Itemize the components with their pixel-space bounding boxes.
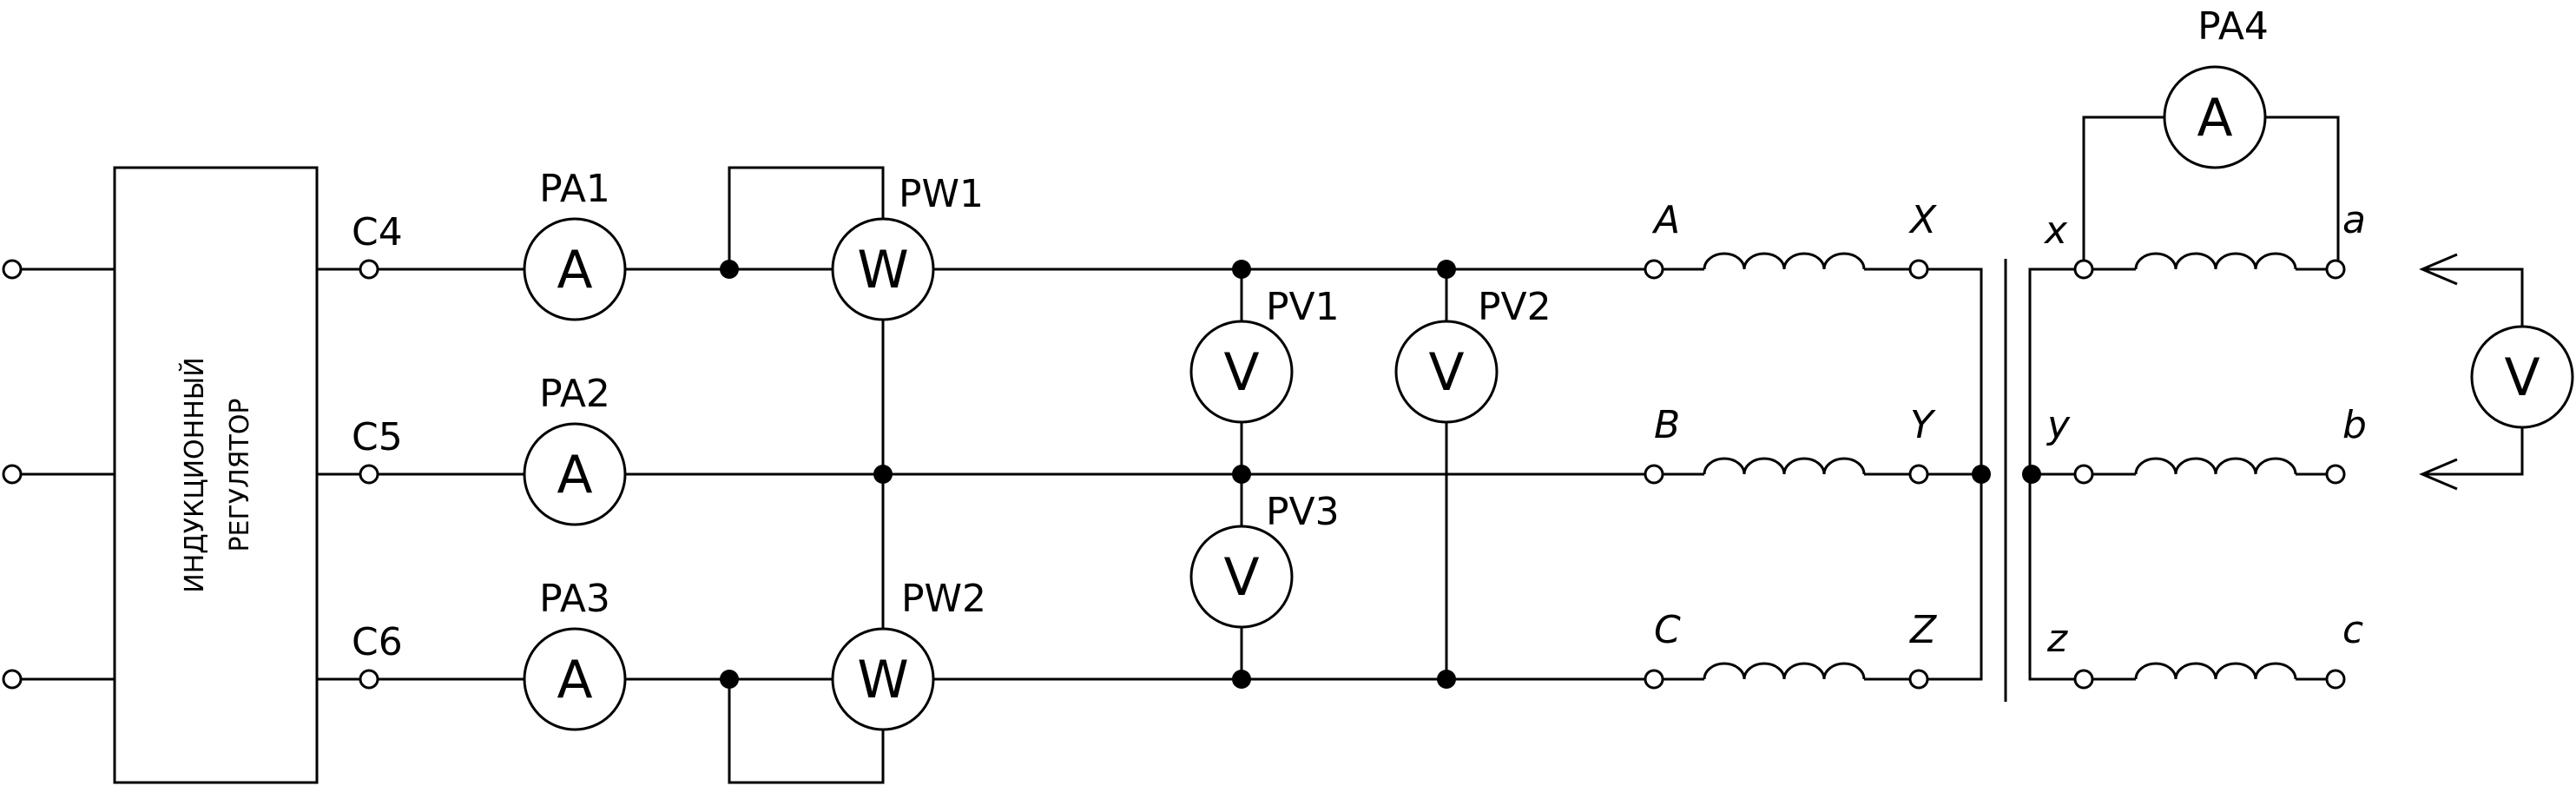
input-leads bbox=[2, 259, 115, 690]
secondary-windings: x y z a b c bbox=[2022, 198, 2367, 690]
junction-dots bbox=[720, 260, 1456, 689]
wattmeter-pw2-label: PW2 bbox=[901, 577, 986, 621]
input-terminal-1 bbox=[2, 259, 23, 280]
ammeter-pa4-symbol: A bbox=[2197, 88, 2232, 149]
regulator-label-1: ИНДУКЦИОННЫЙ bbox=[179, 357, 210, 592]
primary-y-label: Y bbox=[1910, 403, 1936, 447]
wattmeter-pw1-symbol: W bbox=[857, 240, 908, 301]
ammeter-pa2-label: PA2 bbox=[539, 372, 610, 416]
input-terminal-2 bbox=[2, 464, 23, 485]
voltmeter-pv2-label: PV2 bbox=[1478, 285, 1552, 329]
secondary-y-label: y bbox=[2046, 403, 2071, 447]
probe-arrow-b-icon bbox=[2419, 458, 2458, 491]
ammeter-pa3-label: PA3 bbox=[539, 577, 610, 621]
primary-c-label: C bbox=[1654, 608, 1681, 652]
wattmeter-pw2-symbol: W bbox=[857, 650, 908, 710]
secondary-c-label: c bbox=[2342, 608, 2363, 652]
secondary-z-label: z bbox=[2046, 617, 2068, 661]
secondary-x-label: x bbox=[2043, 208, 2068, 253]
ammeter-pa1-label: PA1 bbox=[539, 167, 610, 211]
output-voltmeter: V bbox=[2419, 253, 2574, 491]
induction-regulator: ИНДУКЦИОННЫЙ РЕГУЛЯТОР bbox=[113, 166, 319, 784]
regulator-output-terminals: C4 C5 C6 bbox=[352, 210, 403, 690]
ammeter-pa2: A PA2 bbox=[523, 372, 627, 526]
primary-x-label: X bbox=[1908, 198, 1937, 242]
primary-b-label: B bbox=[1654, 403, 1680, 447]
terminal-c4-label: C4 bbox=[352, 210, 403, 254]
voltmeter-pv2: V PV2 bbox=[1394, 285, 1552, 424]
wattmeter-pw1-label: PW1 bbox=[899, 172, 984, 216]
voltmeter-pv1-label: PV1 bbox=[1266, 285, 1340, 329]
output-voltmeter-symbol: V bbox=[2504, 347, 2540, 408]
wattmeter-pw2: W PW2 bbox=[831, 577, 986, 731]
ammeter-pa4-label: PA4 bbox=[2197, 4, 2269, 49]
ammeter-pa2-symbol: A bbox=[557, 445, 592, 505]
secondary-a-label: a bbox=[2342, 198, 2366, 242]
ammeter-pa4: A PA4 bbox=[2082, 4, 2340, 261]
ammeter-pa3: A PA3 bbox=[523, 577, 627, 731]
voltmeter-pv1: V PV1 bbox=[1189, 285, 1340, 424]
voltmeter-pv3: V PV3 bbox=[1189, 490, 1340, 629]
terminal-c5-label: C5 bbox=[352, 415, 403, 459]
ammeter-pa1-symbol: A bbox=[557, 240, 592, 301]
primary-windings: A B C X Y Z bbox=[1644, 198, 1991, 690]
probe-arrow-a-icon bbox=[2419, 253, 2458, 286]
terminal-c6-label: C6 bbox=[352, 620, 403, 664]
wattmeter-pw1: W PW1 bbox=[831, 172, 984, 321]
primary-z-label: Z bbox=[1909, 608, 1937, 652]
voltmeter-pv3-symbol: V bbox=[1223, 547, 1259, 608]
ammeter-pa1: A PA1 bbox=[523, 167, 627, 321]
primary-a-label: A bbox=[1651, 198, 1680, 242]
voltmeter-pv1-symbol: V bbox=[1223, 342, 1259, 403]
regulator-label-2: РЕГУЛЯТОР bbox=[225, 398, 255, 552]
input-terminal-3 bbox=[2, 669, 23, 690]
secondary-b-label: b bbox=[2342, 403, 2367, 447]
ammeter-pa3-symbol: A bbox=[557, 650, 592, 710]
voltmeter-pv2-symbol: V bbox=[1428, 342, 1464, 403]
voltmeter-pv3-label: PV3 bbox=[1266, 490, 1340, 534]
